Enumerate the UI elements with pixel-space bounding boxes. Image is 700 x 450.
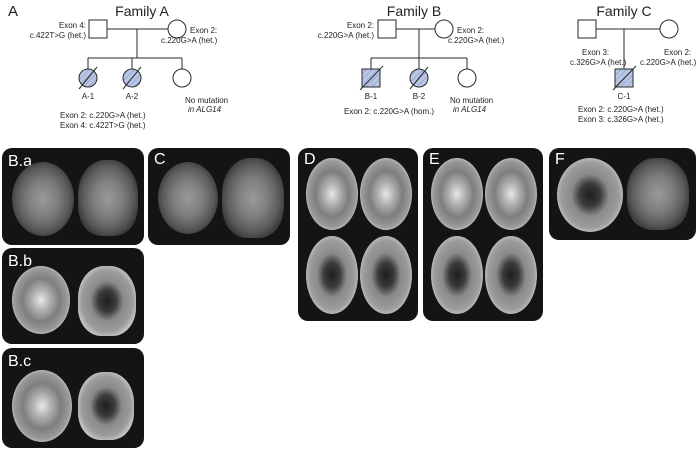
panel-b-b-label: B.b bbox=[8, 253, 33, 270]
panel-b-a-label: B.a bbox=[8, 153, 33, 170]
family-b-father-note-2: c.220G>A (het.) bbox=[318, 31, 375, 40]
family-b-father bbox=[377, 19, 397, 39]
mri-axial-image bbox=[360, 158, 412, 230]
mri-coronal-image bbox=[78, 372, 134, 440]
mri-coronal-image bbox=[78, 160, 138, 236]
mri-coronal-image bbox=[78, 266, 136, 336]
mri-axial-image bbox=[557, 158, 623, 232]
family-a-mother-note-2: c.220G>A (het.) bbox=[161, 36, 218, 45]
figure-letter-a: A bbox=[8, 3, 18, 20]
family-c-father-note-2: c.326G>A (het.) bbox=[570, 58, 627, 67]
mri-axial-image bbox=[485, 158, 537, 230]
pedigree-diagrams: A Family A Exon 4: c.422T>G (het.) Exon … bbox=[8, 3, 697, 130]
panel-d: D bbox=[298, 148, 418, 321]
family-c-mother-note-2: c.220G>A (het.) bbox=[640, 58, 697, 67]
panel-e-label: E bbox=[429, 151, 440, 168]
family-b-pedigree: Family B Exon 2: c.220G>A (het.) Exon 2:… bbox=[318, 3, 505, 116]
family-a-father bbox=[88, 19, 108, 39]
mri-axial-image bbox=[306, 236, 358, 314]
panel-f-label: F bbox=[555, 151, 565, 168]
family-a-unaffected-1: No mutation bbox=[185, 96, 228, 105]
panel-c-label: C bbox=[154, 151, 166, 168]
panel-e: E bbox=[423, 148, 543, 321]
mri-axial-image bbox=[158, 162, 218, 234]
family-b-unaffected-1: No mutation bbox=[450, 96, 493, 105]
family-c-father-note-1: Exon 3: bbox=[582, 48, 609, 57]
family-c-mother-note-1: Exon 2: bbox=[664, 48, 691, 57]
panel-b-a: B.a bbox=[2, 148, 144, 245]
family-a-unaffected-2: in ALG14 bbox=[188, 105, 222, 114]
family-c-pedigree: Family C Exon 3: c.326G>A (het.) Exon 2:… bbox=[570, 3, 697, 124]
family-c-id-1: C-1 bbox=[618, 92, 631, 101]
family-a-child-3 bbox=[172, 68, 192, 88]
family-a-father-note-1: Exon 4: bbox=[59, 21, 86, 30]
panel-c: C bbox=[148, 148, 290, 245]
panel-b-b: B.b bbox=[2, 248, 144, 344]
family-b-unaffected-2: in ALG14 bbox=[453, 105, 487, 114]
family-b-affected-1: Exon 2: c.220G>A (hom.) bbox=[344, 107, 434, 116]
family-b-father-note-1: Exon 2: bbox=[347, 21, 374, 30]
family-a-affected-2: Exon 4: c.422T>G (het.) bbox=[60, 121, 146, 130]
family-b-id-1: B-1 bbox=[365, 92, 378, 101]
family-b-mother-note-1: Exon 2: bbox=[457, 26, 484, 35]
mri-coronal-image bbox=[222, 158, 284, 238]
panel-f: F bbox=[549, 148, 696, 240]
family-b-child-3 bbox=[457, 68, 477, 88]
mri-axial-image bbox=[12, 370, 72, 442]
panel-b-c-label: B.c bbox=[8, 353, 32, 370]
panel-d-label: D bbox=[304, 151, 316, 168]
mri-coronal-image bbox=[627, 158, 689, 230]
mri-axial-image bbox=[12, 162, 74, 236]
mri-axial-image bbox=[360, 236, 412, 314]
family-c-title: Family C bbox=[596, 3, 651, 19]
family-b-mother-note-2: c.220G>A (het.) bbox=[448, 36, 505, 45]
family-a-title: Family A bbox=[115, 3, 169, 19]
family-c-affected-2: Exon 3: c.326G>A (het.) bbox=[578, 115, 664, 124]
mri-axial-image bbox=[12, 266, 70, 334]
mri-axial-image bbox=[306, 158, 358, 230]
panel-b-c: B.c bbox=[2, 348, 144, 448]
family-a-id-2: A-2 bbox=[126, 92, 139, 101]
mri-axial-image bbox=[431, 236, 483, 314]
family-b-title: Family B bbox=[387, 3, 441, 19]
family-a-mother-note-1: Exon 2: bbox=[190, 26, 217, 35]
family-a-affected-1: Exon 2: c.220G>A (het.) bbox=[60, 111, 146, 120]
family-b-id-2: B-2 bbox=[413, 92, 426, 101]
family-a-father-note-2: c.422T>G (het.) bbox=[30, 31, 87, 40]
family-c-mother bbox=[659, 19, 679, 39]
mri-axial-image bbox=[431, 158, 483, 230]
family-a-pedigree: Family A Exon 4: c.422T>G (het.) Exon 2:… bbox=[30, 3, 228, 130]
mri-axial-image bbox=[485, 236, 537, 314]
family-a-id-1: A-1 bbox=[82, 92, 95, 101]
family-c-father bbox=[577, 19, 597, 39]
family-c-affected-1: Exon 2: c.220G>A (het.) bbox=[578, 105, 664, 114]
